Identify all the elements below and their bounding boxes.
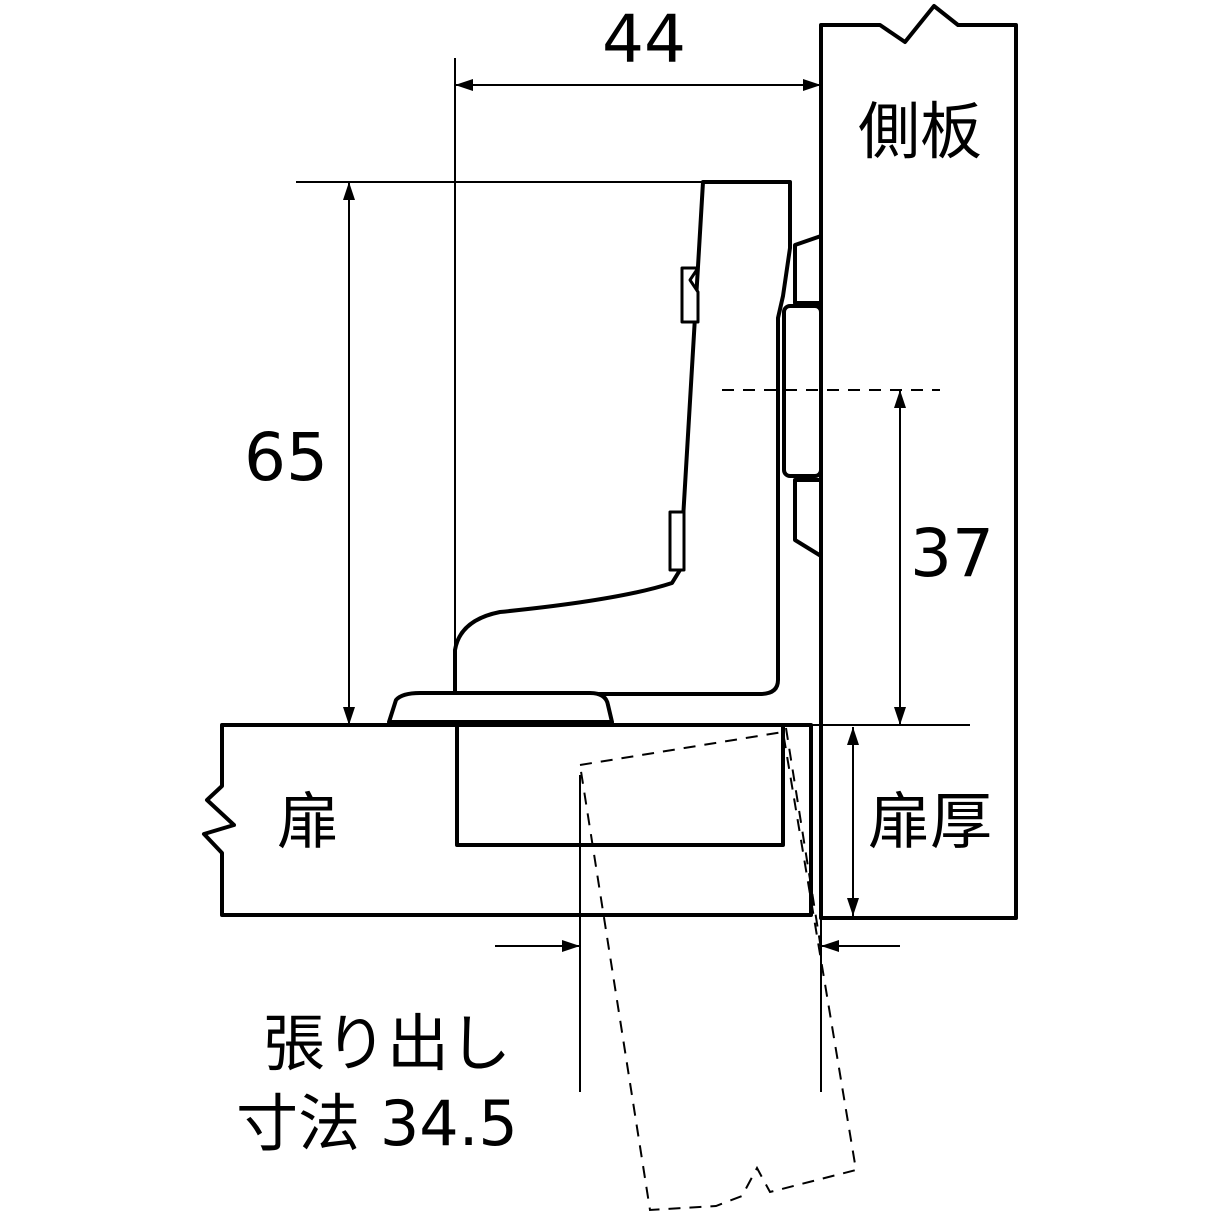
arrowhead-37-bottom (894, 707, 906, 725)
arrowhead-overhang-left (562, 940, 580, 952)
arrowhead-65-bottom (343, 707, 355, 725)
door-open-inner-line (785, 727, 823, 956)
arrowhead-44-left (455, 79, 473, 91)
overhang-label-line1: 張り出し (263, 1007, 511, 1080)
arrowhead-37-top (894, 390, 906, 408)
hinge-base-plate (387, 691, 614, 724)
door-open-position-outline (578, 730, 858, 1212)
side-panel-label: 側板 (858, 95, 982, 168)
arrowhead-door-thickness-bottom (847, 898, 859, 916)
overhang-label-line2: 寸法 34.5 (236, 1087, 518, 1160)
mounting-plate-upper (793, 234, 823, 305)
arrowhead-overhang-right (821, 940, 839, 952)
arm-notch-lower (668, 510, 686, 572)
dimension-label-44: 44 (602, 1, 686, 78)
arm-notch-upper (680, 266, 700, 324)
hinge-arm (453, 180, 792, 696)
arrowhead-44-right (803, 79, 821, 91)
door-thickness-label: 扉厚 (868, 785, 992, 858)
arrowhead-door-thickness-top (847, 727, 859, 745)
side-panel (819, 4, 1018, 920)
dimension-label-37: 37 (910, 515, 994, 592)
door-label: 扉 (277, 785, 339, 858)
arrowhead-65-top (343, 182, 355, 200)
dimension-label-65: 65 (244, 419, 328, 496)
mounting-plate-lower (793, 478, 823, 558)
hinge-cup-pocket (455, 723, 785, 847)
mounting-plate-middle (782, 304, 823, 478)
